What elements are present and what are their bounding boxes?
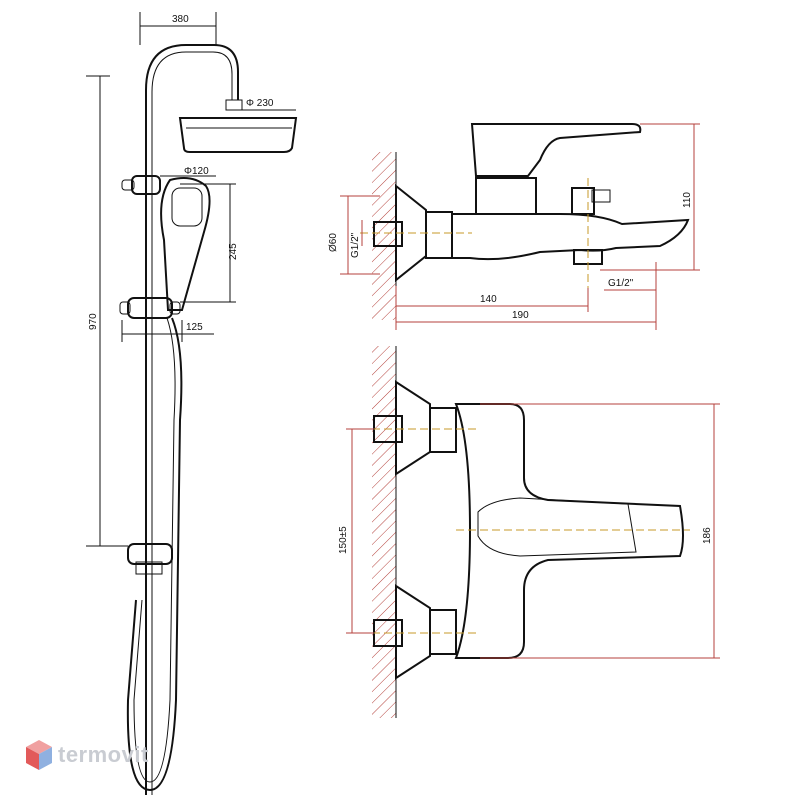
dim-lines-shower xyxy=(86,12,296,547)
shower-system: 380 Φ 230 Φ120 245 970 125 xyxy=(86,12,298,795)
shower-hose xyxy=(126,317,183,792)
dim-190: 190 xyxy=(512,310,529,321)
slide-holder-top xyxy=(121,175,161,195)
dim-245: 245 xyxy=(228,243,239,260)
wall-hatch-top xyxy=(372,152,396,320)
shower-riser-pipe xyxy=(145,44,239,795)
overhead-shower-head xyxy=(178,99,298,153)
dim-186: 186 xyxy=(702,527,713,544)
lower-bracket xyxy=(127,543,173,575)
cube-logo-icon xyxy=(26,740,52,770)
mixer-top-view xyxy=(346,346,720,718)
dim-hand-diameter: Φ120 xyxy=(184,166,209,177)
slide-bar-bracket xyxy=(119,297,181,319)
wall-hatch-bottom xyxy=(372,346,396,718)
dim-110: 110 xyxy=(682,192,693,208)
watermark: termovit xyxy=(24,738,149,772)
watermark-text: termovit xyxy=(58,742,149,767)
dim-head-diameter: Φ 230 xyxy=(246,98,274,109)
dim-125: 125 xyxy=(186,322,203,333)
dim-flange-diameter: Ø60 xyxy=(328,233,339,252)
dim-inlet-thread: G1/2" xyxy=(350,232,361,258)
dim-150: 150±5 xyxy=(338,526,349,554)
dim-380: 380 xyxy=(172,14,189,25)
mixer-side-view xyxy=(340,123,700,330)
dim-970: 970 xyxy=(88,313,99,330)
hand-shower xyxy=(160,177,211,311)
dim-outlet-thread: G1/2" xyxy=(608,278,634,289)
dim-140: 140 xyxy=(480,294,497,305)
